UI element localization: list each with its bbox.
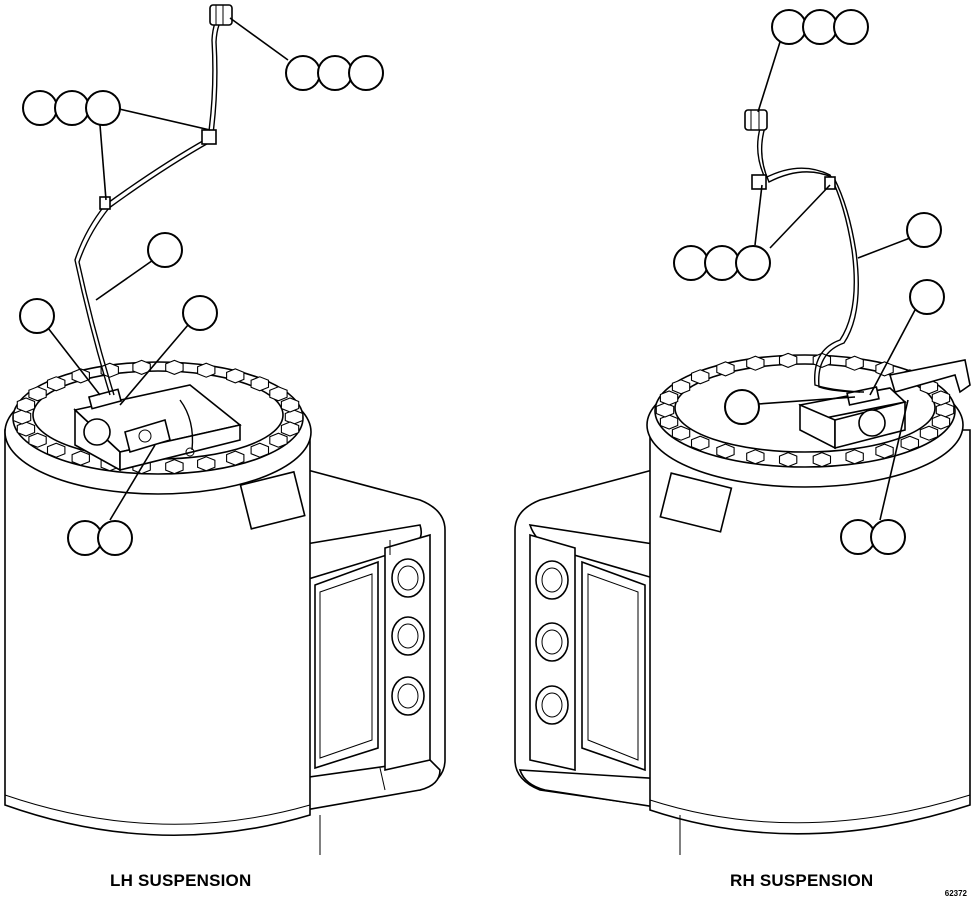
bolt-head <box>280 397 300 413</box>
lh-leader-lines <box>47 17 289 521</box>
callout-group-connector-rh <box>771 9 869 45</box>
bolt-head <box>16 397 36 413</box>
lh-suspension-caption: LH SUSPENSION <box>110 871 252 890</box>
bolt-head <box>931 414 951 430</box>
bolt-head <box>12 409 32 425</box>
lh-wire-harness <box>74 4 233 396</box>
figure-number: 62372 <box>944 889 967 898</box>
bolt-head <box>716 443 735 459</box>
bolt-head <box>845 449 864 465</box>
bolt-head <box>900 435 920 451</box>
lh-sensor-bracket <box>73 384 242 472</box>
callout-group-clip-rh <box>673 245 771 281</box>
rh-sensor-bracket <box>798 359 971 450</box>
bolt-head <box>132 359 151 375</box>
bolt-head <box>165 359 184 375</box>
rh-callout-bubbles <box>673 9 945 555</box>
lh-mounting-bracket <box>284 466 446 811</box>
callout-harness-rh <box>906 212 942 248</box>
bolt-head <box>269 432 288 448</box>
bolt-head <box>671 379 691 395</box>
bolt-head <box>716 361 735 377</box>
callout-group-bolt-lh <box>67 520 133 556</box>
callout-group-clip-lh <box>22 90 121 126</box>
rh-wire-harness <box>744 109 865 393</box>
callout-harness-lh <box>147 232 183 268</box>
bolt-head <box>935 402 955 418</box>
bolt-head <box>71 368 90 384</box>
bolt-head <box>812 452 832 468</box>
bolt-head <box>919 425 939 441</box>
bolt-head <box>226 368 245 384</box>
bolt-head <box>250 376 270 392</box>
bolt-head <box>875 443 894 459</box>
bolt-head <box>671 425 691 441</box>
callout-bracket-rh <box>909 279 945 315</box>
bolt-head <box>280 421 300 437</box>
bolt-head <box>690 369 710 385</box>
callout-sensor-lh <box>19 298 55 334</box>
bolt-head <box>250 442 270 458</box>
bolt-head <box>655 402 675 418</box>
callout-group-bolt-rh <box>840 519 906 555</box>
lh-callout-bubbles <box>19 55 384 556</box>
bolt-head <box>746 449 765 465</box>
bolt-head <box>197 362 216 378</box>
bolt-head <box>812 352 832 368</box>
bolt-head <box>28 386 47 402</box>
bolt-head <box>778 452 798 468</box>
bolt-head <box>746 355 765 371</box>
bolt-head <box>845 355 864 371</box>
bolt-head <box>46 376 66 392</box>
bolt-head <box>778 352 798 368</box>
callout-sensor-rh <box>724 389 760 425</box>
callout-bracket-lh <box>182 295 218 331</box>
lh-bolt-ring <box>12 359 304 475</box>
rh-suspension-assembly <box>514 9 971 855</box>
bolt-head <box>71 450 90 466</box>
bolt-head <box>46 442 66 458</box>
bolt-head <box>197 456 216 472</box>
rh-suspension-caption: RH SUSPENSION <box>730 871 874 890</box>
bolt-head <box>659 390 679 406</box>
bolt-head <box>16 421 36 437</box>
bolt-head <box>284 409 304 425</box>
bolt-head <box>226 450 245 466</box>
callout-group-connector-lh <box>285 55 384 91</box>
bolt-head <box>165 459 184 475</box>
bolt-head <box>28 432 47 448</box>
bolt-head <box>931 390 951 406</box>
bolt-head <box>690 435 710 451</box>
lh-suspension-assembly <box>4 4 446 855</box>
rh-leader-lines <box>754 41 916 521</box>
bolt-head <box>269 386 288 402</box>
bolt-head <box>659 414 679 430</box>
